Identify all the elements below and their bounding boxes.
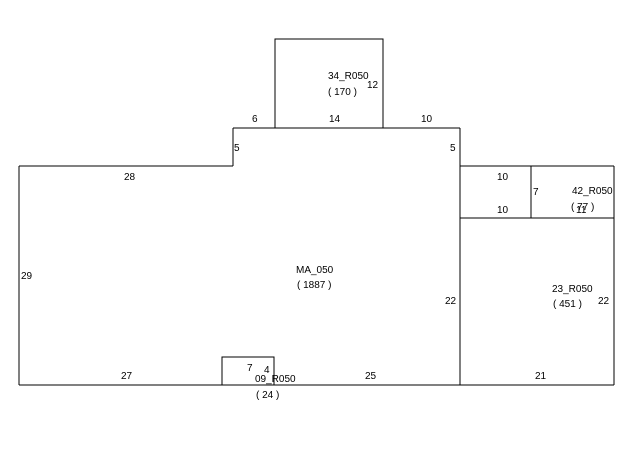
dim-22-right: 22 [598,296,610,307]
right-large-area-value: ( 451 ) [553,299,582,310]
main-area-code: MA_050 [296,265,334,276]
dim-5-left: 5 [234,143,240,154]
dim-29: 29 [21,271,33,282]
dim-6: 6 [252,114,258,125]
top-area-code: 34_R050 [328,71,369,82]
dim-10-top: 10 [421,114,433,125]
main-outline [18,127,615,386]
dim-10-b: 10 [497,205,509,216]
right-large-area-code: 23_R050 [552,284,593,295]
dim-4-bottom: 4 [264,365,270,376]
main-area-value: ( 1887 ) [297,280,331,291]
dim-14: 14 [329,114,341,125]
top-addition [274,38,384,129]
right-small-area-code: 42_R050 [572,186,613,197]
bottom-small-addition [221,356,275,386]
dim-7-bottom: 7 [247,363,253,374]
dim-25: 25 [365,371,377,382]
bottom-small-area-code: 09_R050 [255,374,296,385]
dim-28: 28 [124,172,136,183]
dim-27: 27 [121,371,133,382]
dim-7-right: 7 [533,187,539,198]
dim-22-left: 22 [445,296,457,307]
top-area-value: ( 170 ) [328,87,357,98]
dim-21: 21 [535,371,547,382]
right-small-area-value: ( 77 ) [571,202,594,213]
dim-10-a: 10 [497,172,509,183]
bottom-small-area-value: ( 24 ) [256,390,279,401]
dim-top-12: 12 [367,80,379,91]
dim-5-right: 5 [450,143,456,154]
dim-11-right-small: 11 [576,205,587,216]
